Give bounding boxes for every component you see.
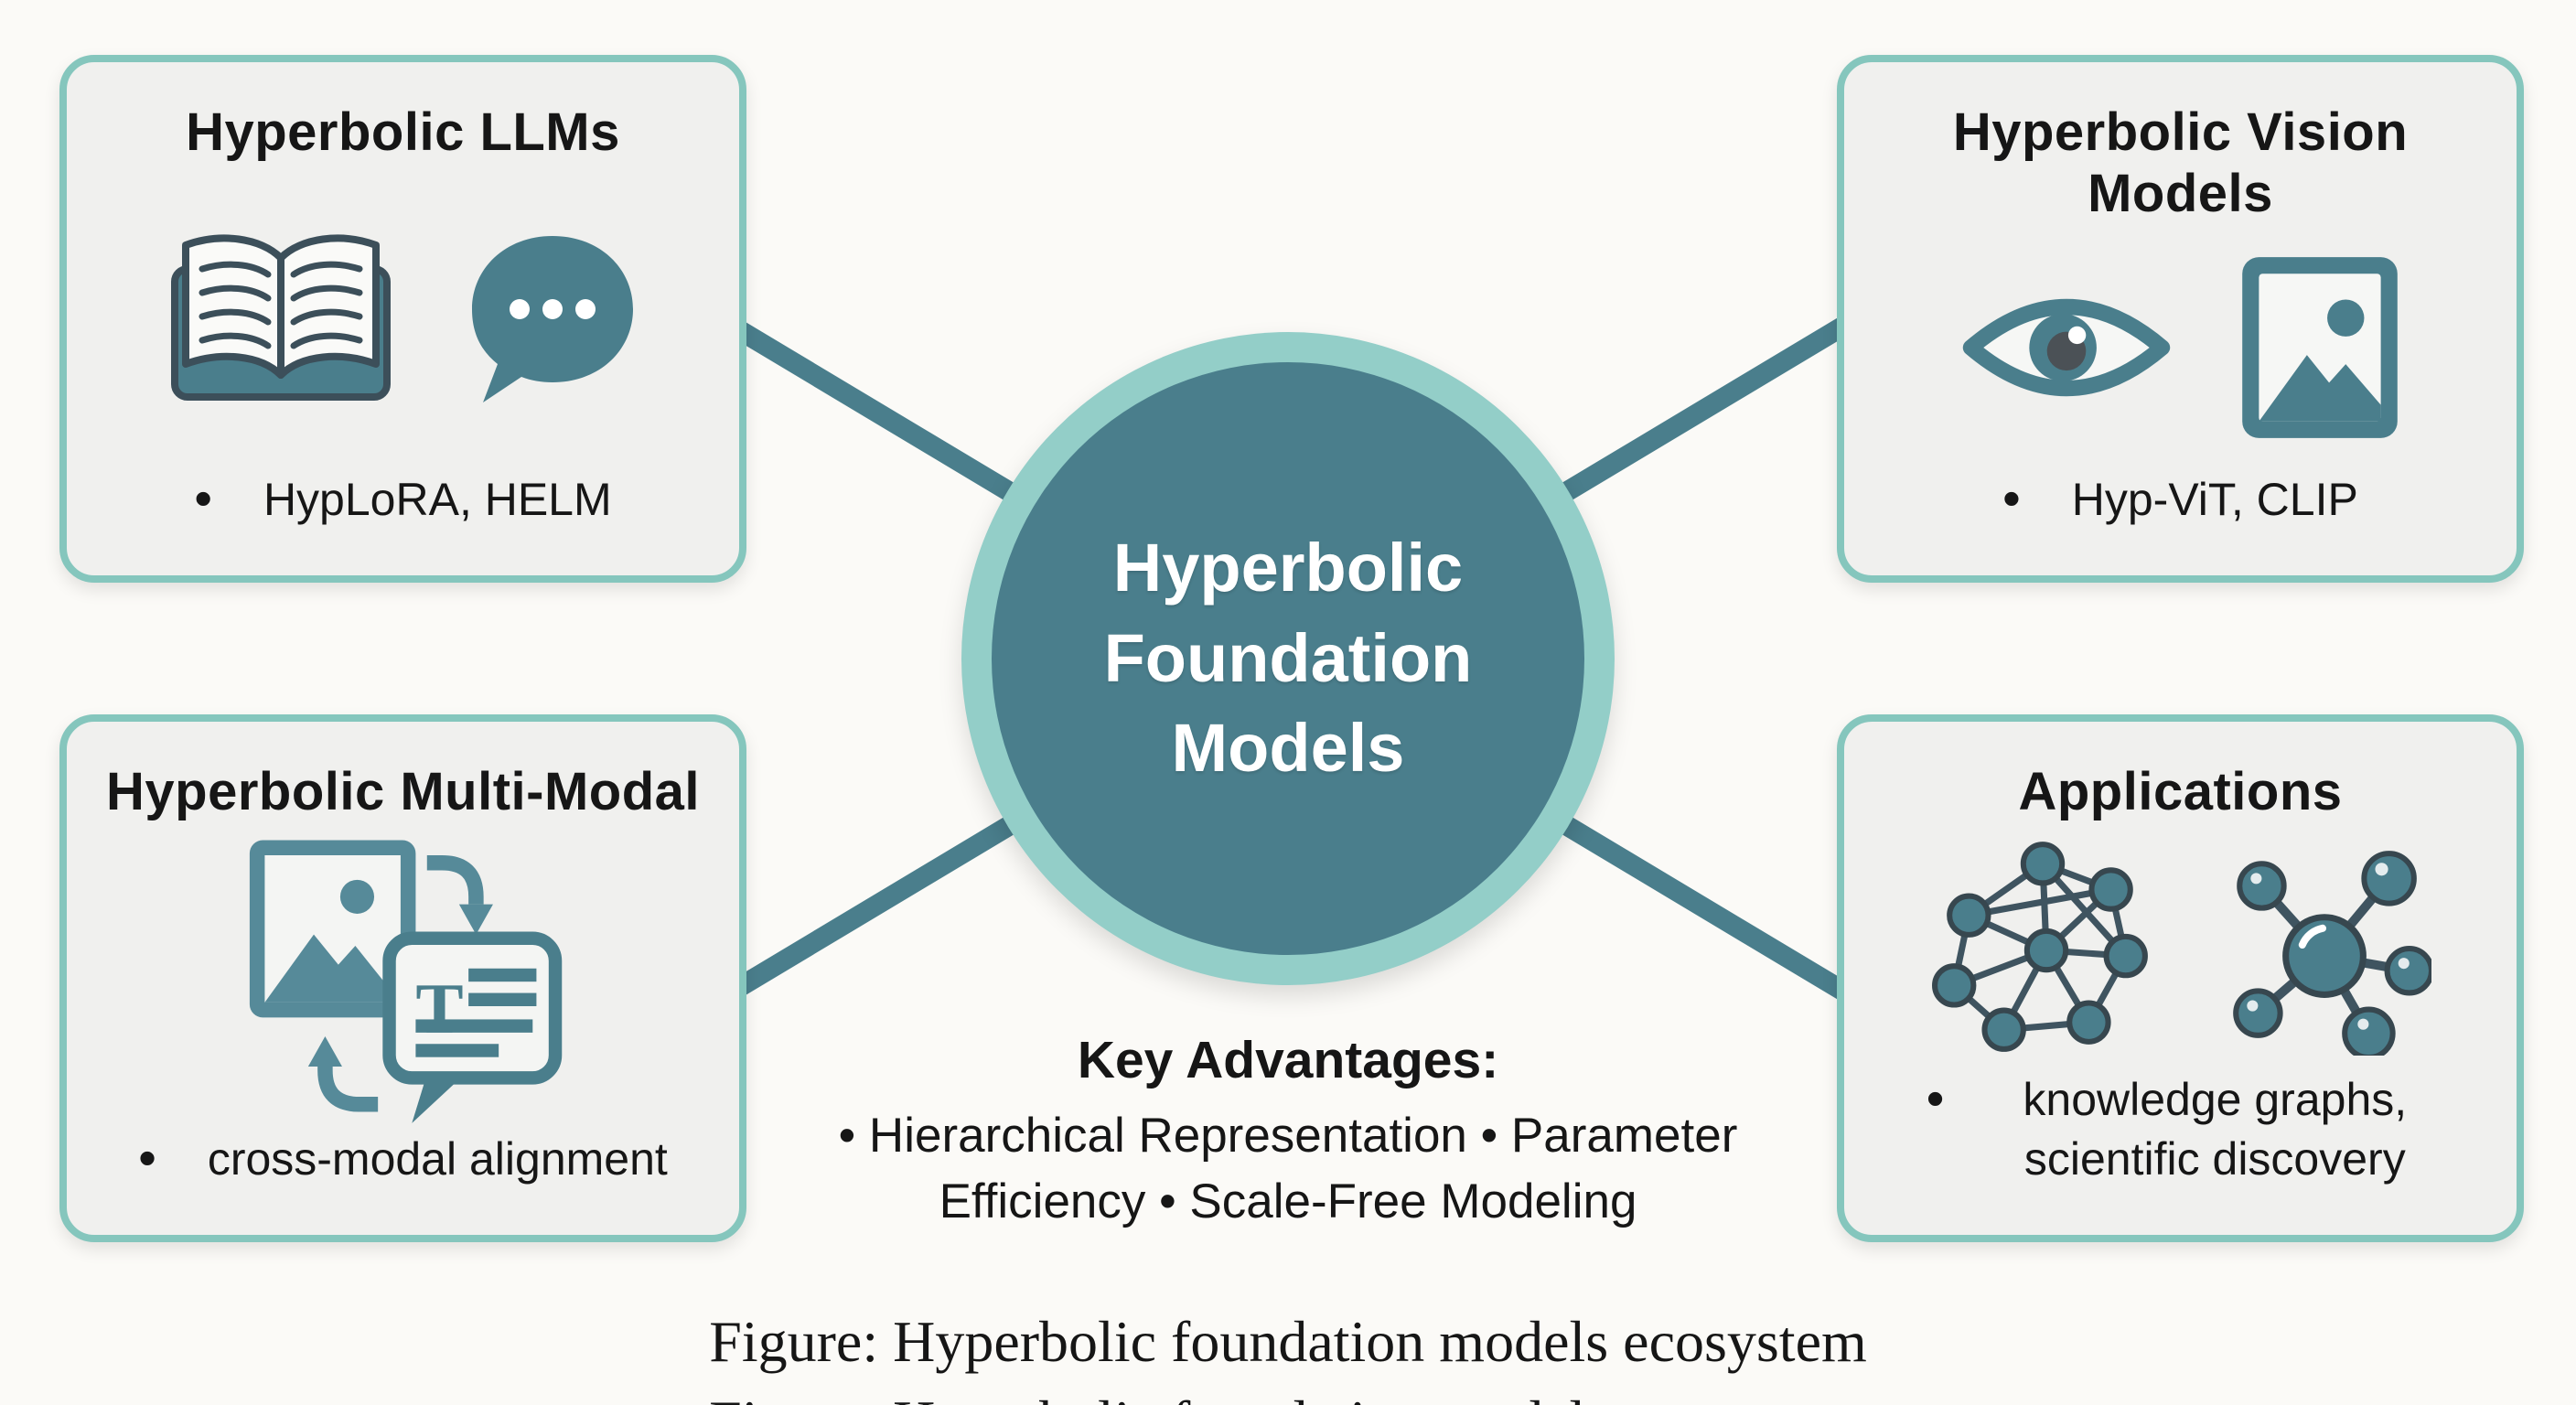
knowledge-graph-icon (1931, 841, 2148, 1052)
box-title: Applications (2018, 762, 2343, 821)
speech-bubble-icon (471, 236, 633, 403)
center-node: Hyperbolic Foundation Models (992, 362, 1584, 955)
box-title: Hyperbolic Multi-Modal (106, 762, 700, 821)
bullet-dot: • (194, 469, 212, 527)
bullet-text: cross-modal alignment (207, 1133, 668, 1185)
image-text-swap-icon: T (249, 840, 562, 1124)
bullet-dot: • (1926, 1069, 1945, 1127)
bullet-item: • knowledge graphs, scientific discovery (1927, 1070, 2435, 1189)
figure-caption: Figure: Hyperbolic foundation models eco… (709, 1309, 1867, 1374)
photo-icon (2241, 256, 2398, 438)
box-hyperbolic-vision-models: Hyperbolic Vision Models • Hyp-ViT, CLIP (1837, 55, 2524, 583)
cropped-caption-text: Figure: Hyperbolic foundation models eco… (0, 1392, 2576, 1405)
bullet-item: • Hyp-ViT, CLIP (2002, 470, 2358, 530)
key-advantages-list: • Hierarchical Representation • Paramete… (838, 1109, 1738, 1229)
bullet-item: • HypLoRA, HELM (194, 470, 611, 530)
bullet-dot: • (138, 1129, 156, 1186)
bullet-text: Hyp-ViT, CLIP (2071, 474, 2358, 525)
icon-row: T (229, 823, 578, 1130)
key-advantages-heading: Key Advantages: (1077, 1031, 1499, 1089)
eye-icon (1962, 298, 2170, 396)
icon-row (1930, 823, 2431, 1070)
open-book-icon (170, 234, 391, 402)
icon-row (1957, 224, 2405, 470)
icon-row (161, 164, 646, 470)
letter-t-glyph: T (415, 969, 463, 1048)
box-applications: Applications (1837, 714, 2524, 1242)
center-node-ring: Hyperbolic Foundation Models (961, 332, 1615, 985)
key-advantages: Key Advantages: • Hierarchical Represent… (744, 1030, 1832, 1235)
bullet-item: • cross-modal alignment (138, 1130, 668, 1189)
bullet-text: knowledge graphs, scientific discovery (2023, 1074, 2408, 1185)
bullet-dot: • (2002, 469, 2021, 527)
center-title-line: Hyperbolic (1112, 530, 1464, 606)
cropped-caption-artifact: Figure: Hyperbolic foundation models eco… (0, 1392, 2576, 1405)
box-title: Hyperbolic LLMs (186, 102, 620, 162)
box-hyperbolic-llms: Hyperbolic LLMs (59, 55, 746, 583)
bullet-text: HypLoRA, HELM (263, 474, 612, 525)
center-title-line: Models (1171, 710, 1405, 787)
box-hyperbolic-multi-modal: Hyperbolic Multi-Modal T • (59, 714, 746, 1242)
center-title-line: Foundation (1103, 619, 1473, 696)
box-title: Hyperbolic Vision Models (1952, 102, 2409, 223)
molecule-icon (2232, 850, 2431, 1056)
